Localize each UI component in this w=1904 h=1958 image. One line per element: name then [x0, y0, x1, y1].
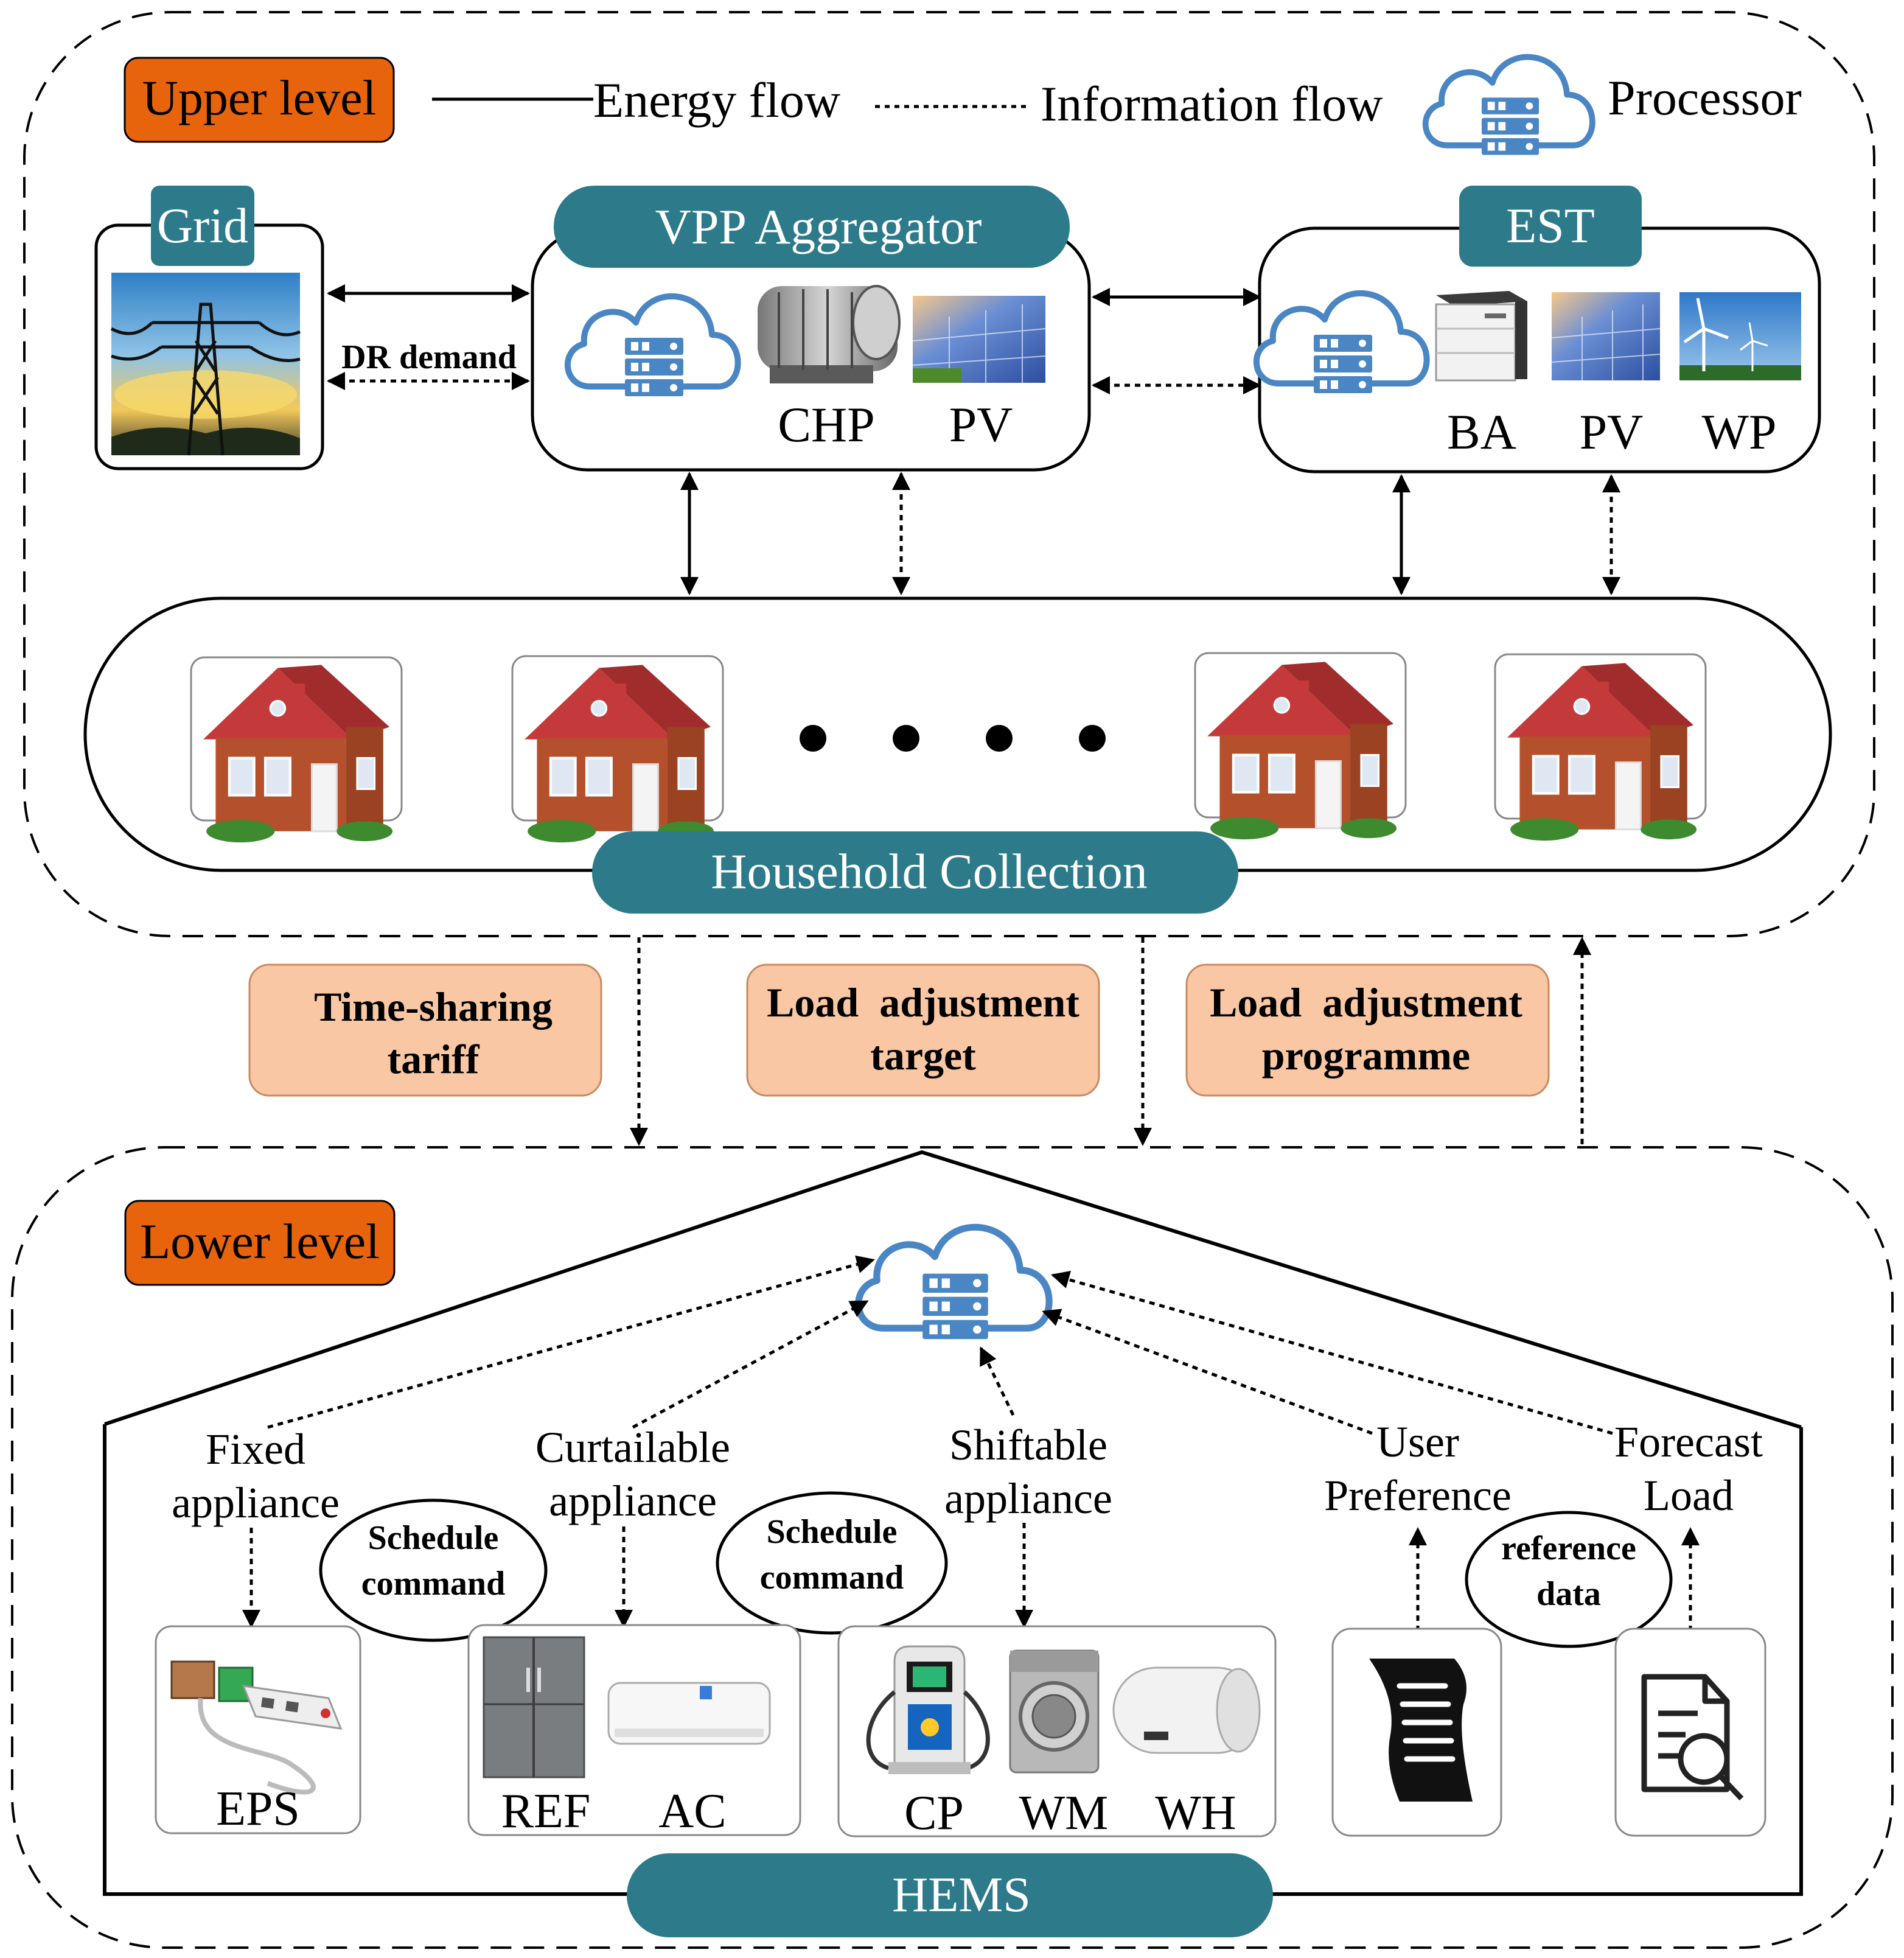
- house-card-1: [190, 656, 403, 842]
- load-adjustment-programme-line2: programme: [1262, 1032, 1470, 1079]
- eps-card: EPS: [155, 1625, 361, 1836]
- ellipsis-dot: [800, 725, 826, 752]
- ellipsis-dot: [1079, 725, 1106, 752]
- reference-data-line2: data: [1536, 1575, 1601, 1613]
- user-preference-card: [1331, 1628, 1502, 1837]
- processor-legend-icon: [1426, 57, 1592, 155]
- schedule-command-2-line2: command: [760, 1559, 904, 1596]
- time-sharing-tariff-line1: Time-sharing: [314, 984, 553, 1030]
- household-collection-title-badge: [592, 831, 1238, 914]
- lower-level-region: [11, 1146, 1894, 1949]
- ref-label: REF: [501, 1785, 591, 1838]
- fixed-appliance-line2: appliance: [172, 1478, 340, 1527]
- lower-level-label: Lower level: [140, 1214, 380, 1269]
- air-conditioner-icon: [607, 1682, 771, 1745]
- load-adjustment-target-box: [746, 963, 1100, 1097]
- refrigerator-icon: [483, 1636, 585, 1778]
- household-collection-title: Household Collection: [711, 844, 1147, 899]
- est-ba-label: BA: [1447, 404, 1516, 460]
- house-card-2: [511, 655, 724, 842]
- fixed-appliance-line1: Fixed: [206, 1425, 305, 1474]
- reference-data-line1: reference: [1501, 1530, 1636, 1567]
- schedule-command-oval-1: [319, 1498, 548, 1642]
- reference-data-oval: [1465, 1511, 1673, 1648]
- est-title: EST: [1506, 198, 1595, 253]
- schedule-command-2-line1: Schedule: [767, 1513, 898, 1551]
- hems-house-outline: [104, 1150, 1802, 1429]
- forecast-load-card: [1614, 1628, 1766, 1837]
- time-sharing-tariff-line2: tariff: [387, 1036, 479, 1082]
- schedule-command-1-line2: command: [361, 1565, 505, 1603]
- hems-processor-icon: [859, 1227, 1049, 1339]
- load-adjustment-target-line2: target: [870, 1032, 976, 1079]
- schedule-command-1-line1: Schedule: [368, 1519, 499, 1557]
- user-preference-line1: User: [1376, 1418, 1459, 1466]
- battery-icon: [1435, 291, 1527, 382]
- cp-label: CP: [904, 1786, 964, 1840]
- shiftable-appliance-line2: appliance: [944, 1474, 1112, 1523]
- turbine-icon: [758, 285, 901, 383]
- shiftable-card: CP WM WH: [837, 1625, 1277, 1840]
- grid-title-badge: [151, 186, 254, 266]
- curtailable-card: REF AC: [467, 1624, 801, 1838]
- document-search-icon: [1641, 1674, 1744, 1801]
- transmission-tower-icon: [110, 273, 301, 456]
- hems-title: HEMS: [892, 1867, 1031, 1922]
- vpp-pv-label: PV: [949, 397, 1013, 452]
- curtailable-appliance-line1: Curtailable: [535, 1423, 730, 1472]
- dr-demand-label: DR demand: [341, 338, 517, 376]
- schedule-command-oval-2: [716, 1491, 948, 1635]
- wind-turbine-icon: [1679, 292, 1801, 380]
- upper-level-badge: [124, 57, 395, 143]
- ac-label: AC: [658, 1785, 726, 1838]
- charging-pile-icon: [866, 1645, 990, 1774]
- upper-level-region: [23, 11, 1875, 937]
- house-card-3: [1194, 652, 1407, 839]
- user-preference-line2: Preference: [1324, 1471, 1512, 1520]
- energy-flow-legend-label: Energy flow: [593, 72, 840, 128]
- est-title-badge: [1459, 186, 1642, 267]
- vpp-chp-label: CHP: [778, 397, 875, 452]
- forecast-to-processor-arrow: [1051, 1270, 1613, 1435]
- preference-to-processor-arrow: [1042, 1309, 1373, 1435]
- est-wp-label: WP: [1702, 404, 1777, 460]
- ellipsis-dot: [893, 725, 919, 752]
- upper-level-label: Upper level: [142, 70, 377, 125]
- shiftable-appliance-line1: Shiftable: [949, 1421, 1107, 1469]
- hems-title-badge: [627, 1853, 1273, 1937]
- wm-label: WM: [1019, 1786, 1109, 1840]
- load-adjustment-programme-box: [1185, 963, 1550, 1097]
- shiftable-to-processor-arrow: [979, 1346, 1015, 1416]
- washing-machine-icon: [1009, 1649, 1100, 1774]
- lower-level-badge: [124, 1200, 396, 1286]
- forecast-load-line2: Load: [1644, 1471, 1734, 1520]
- water-heater-icon: [1112, 1666, 1261, 1754]
- vpp-aggregator-title-badge: [554, 186, 1070, 268]
- power-strip-icon: [170, 1660, 343, 1795]
- grid-title: Grid: [157, 198, 248, 253]
- vpp-solar-panel-icon: [912, 296, 1046, 383]
- processor-legend-label: Processor: [1608, 70, 1802, 125]
- document-list-icon: [1369, 1659, 1473, 1802]
- est-pv-label: PV: [1580, 404, 1644, 460]
- time-sharing-tariff-box: [248, 963, 602, 1097]
- fixed-to-processor-arrow: [267, 1255, 875, 1429]
- est-solar-panel-icon: [1551, 292, 1661, 380]
- vpp-aggregator-title: VPP Aggregator: [655, 199, 982, 254]
- ellipsis-dot: [986, 725, 1013, 752]
- forecast-load-line1: Forecast: [1614, 1418, 1763, 1466]
- load-adjustment-programme-line1: Load adjustment: [1210, 979, 1522, 1026]
- curtailable-to-processor-arrow: [632, 1299, 869, 1429]
- house-card-4: [1494, 653, 1707, 841]
- load-adjustment-target-line1: Load adjustment: [767, 979, 1079, 1026]
- eps-label: EPS: [216, 1782, 300, 1836]
- wh-label: WH: [1155, 1786, 1236, 1840]
- curtailable-appliance-line2: appliance: [549, 1477, 717, 1525]
- information-flow-legend-label: Information flow: [1041, 76, 1383, 131]
